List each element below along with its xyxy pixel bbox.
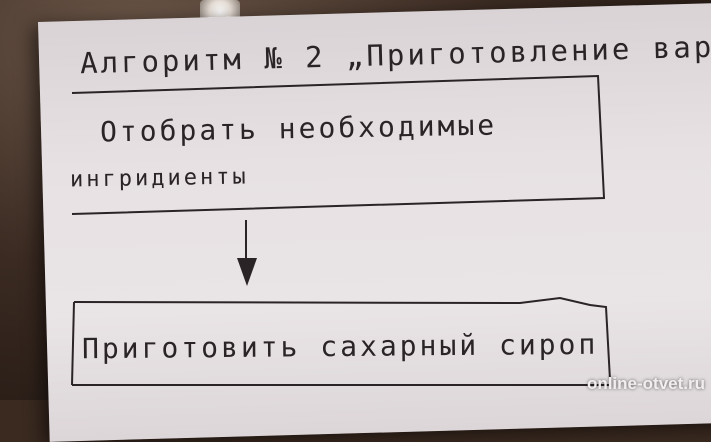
step-2-text: Приготовить сахарный сироп [81,327,599,366]
step-box-1 [71,74,606,215]
step-1-text-line1: Отобрать необходимые [99,108,498,149]
arrow-head [237,258,257,286]
diagram-lines [71,74,611,386]
watermark: online-otvet.ru [586,374,705,393]
step-1-text-line2: ингридиенты [69,164,249,193]
step-box-2-left [71,301,75,386]
step-box-2 [73,296,611,381]
